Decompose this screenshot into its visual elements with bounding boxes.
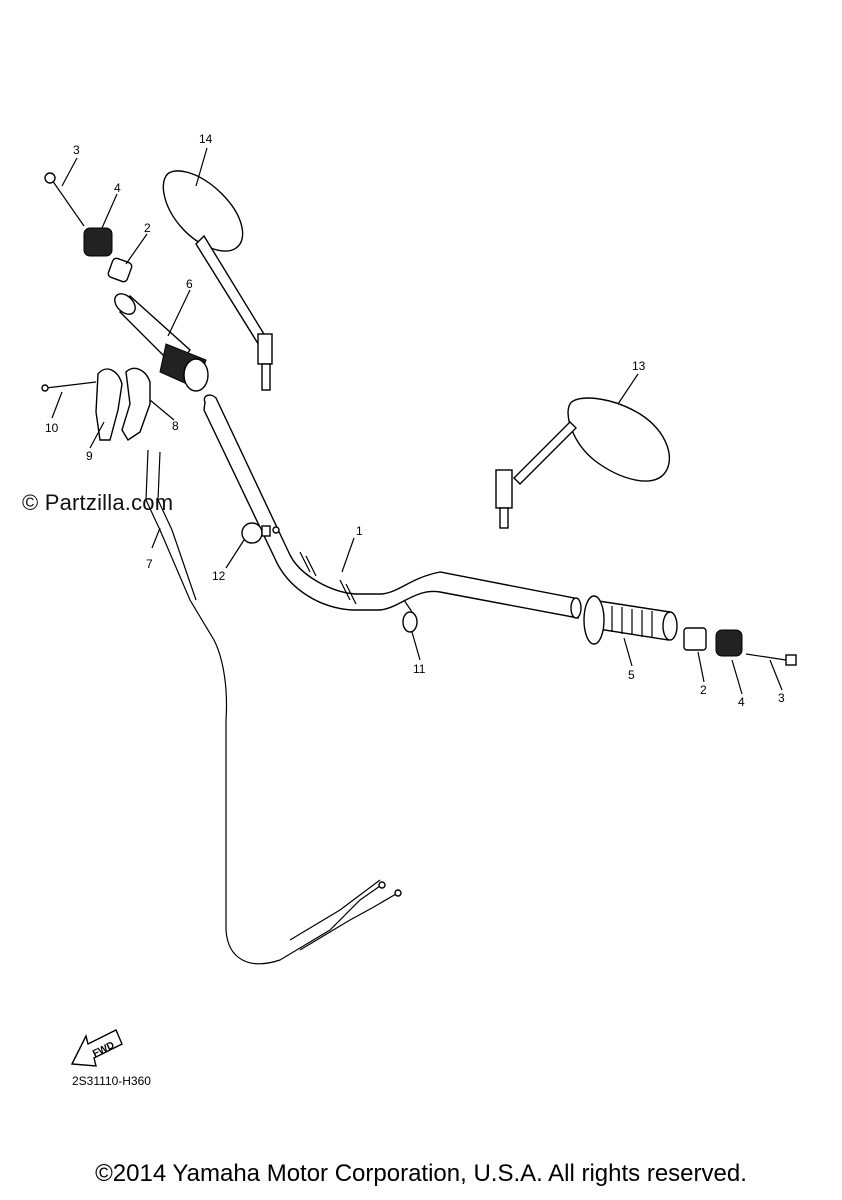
callout-4-right: 4 <box>738 695 745 709</box>
right-bolt[interactable] <box>745 653 797 666</box>
callout-12: 12 <box>212 569 226 583</box>
left-bolt[interactable] <box>44 172 85 227</box>
mirror-right[interactable] <box>495 397 671 529</box>
left-end-weight[interactable] <box>83 227 113 257</box>
leader-lines <box>51 147 783 695</box>
callout-3-right: 3 <box>778 691 785 705</box>
callout-5: 5 <box>628 668 635 682</box>
callout-13: 13 <box>632 359 646 373</box>
screw-10[interactable] <box>41 381 97 392</box>
throttle-cable[interactable] <box>145 449 402 965</box>
callout-2-left: 2 <box>144 221 151 235</box>
callout-14: 14 <box>199 132 213 146</box>
callout-2-right: 2 <box>700 683 707 697</box>
mirror-left[interactable] <box>162 170 273 391</box>
callout-7: 7 <box>146 557 153 571</box>
callout-11: 11 <box>413 662 426 676</box>
throttle-grip[interactable] <box>111 290 209 392</box>
callout-4-left: 4 <box>114 181 121 195</box>
callout-6: 6 <box>186 277 193 291</box>
left-collar[interactable] <box>107 257 133 283</box>
handlebar[interactable] <box>203 394 582 619</box>
throttle-housing-upper[interactable] <box>121 367 151 441</box>
diagram-code: 2S31110-H360 <box>72 1074 151 1088</box>
cable-clamp-11[interactable] <box>402 599 418 633</box>
watermark: © Partzilla.com <box>22 490 174 515</box>
fwd-arrow-icon: FWD <box>70 1029 123 1067</box>
callout-9: 9 <box>86 449 93 463</box>
callout-8: 8 <box>172 419 179 433</box>
right-grip[interactable] <box>583 595 678 645</box>
callout-3-left: 3 <box>73 143 80 157</box>
throttle-housing-lower[interactable] <box>95 368 123 441</box>
callout-10: 10 <box>45 421 59 435</box>
cable-clamp-12[interactable] <box>241 522 280 544</box>
callout-1: 1 <box>356 524 363 538</box>
right-end-weight[interactable] <box>715 629 743 657</box>
copyright-notice: ©2014 Yamaha Motor Corporation, U.S.A. A… <box>95 1160 747 1187</box>
right-collar[interactable] <box>683 627 707 651</box>
